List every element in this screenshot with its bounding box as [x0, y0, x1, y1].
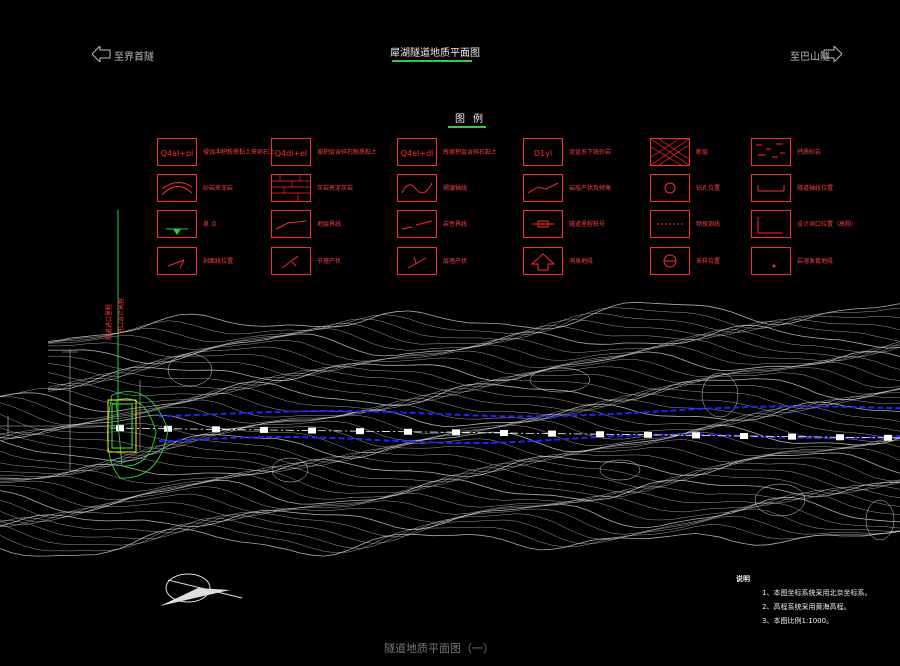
legend-label: 隧道轴线位置 — [797, 185, 834, 192]
legend-label: 地层界线 — [317, 221, 342, 228]
portal-label-1: 隧道进口里程 — [106, 303, 113, 340]
legend-symbol-arrow — [523, 247, 563, 275]
tunnel-portal — [62, 210, 169, 479]
svg-text:Q4al+pl: Q4al+pl — [161, 149, 194, 158]
legend-symbol-Q4al+pl: Q4al+pl — [157, 138, 197, 166]
legend-label: 泥盆系下统砂岩 — [569, 149, 612, 156]
legend-label: 砂岩夹泥岩 — [203, 185, 234, 192]
chainage-marker — [644, 431, 652, 438]
chainage-marker — [452, 429, 460, 436]
legend-symbol-wave — [397, 174, 437, 202]
chainage-marker — [788, 433, 796, 440]
right-arrow-icon — [822, 44, 843, 66]
legend-label: 岩溶发育地段 — [797, 258, 834, 265]
chainage-marker — [500, 429, 508, 436]
legend-symbol-layers — [157, 174, 197, 202]
left-arrow-icon — [91, 44, 112, 66]
legend-label: 洞身地段 — [569, 258, 594, 265]
legend-title: 图例 — [455, 114, 491, 125]
legend-symbol-brick — [271, 174, 311, 202]
contour-lines — [0, 301, 900, 557]
title-underline — [392, 60, 472, 62]
chainage-marker — [596, 431, 604, 438]
notes: 说明 1、本图坐标系统采用北京坐标系。 2、高程系统采用黄海高程。 3、本图比例… — [736, 572, 872, 628]
chainage-marker — [836, 434, 844, 441]
tunnel-boundaries — [159, 405, 900, 445]
svg-text:Q4dl+el: Q4dl+el — [275, 149, 308, 158]
legend-label: 残坡积层含碎石黏土 — [443, 149, 498, 156]
legend-symbol-portal — [751, 210, 791, 238]
chainage-marker — [308, 427, 316, 434]
chainage-marker — [356, 428, 364, 435]
north-arrow-icon — [158, 570, 248, 614]
drawing-title: 犀湖隧道地质平面图 — [390, 48, 480, 59]
chainage-marker — [260, 426, 268, 433]
legend-symbol-Q4el+dl: Q4el+dl — [397, 138, 437, 166]
legend-symbol-geo — [650, 210, 690, 238]
legend-symbol-D1yl: D1yl — [523, 138, 563, 166]
legend-label: 采样位置 — [696, 258, 721, 265]
legend-label: 层理产状 — [443, 258, 468, 265]
legend-label: 断层 — [696, 149, 709, 156]
legend-label: 泉 点 — [203, 221, 217, 228]
legend-symbol-hole — [650, 174, 690, 202]
chainage-marker — [884, 434, 892, 441]
chainage-marker — [212, 426, 220, 433]
legend-symbol-dots — [751, 138, 791, 166]
legend-symbol-dash — [397, 210, 437, 238]
legend-label: 岩性界线 — [443, 221, 468, 228]
legend-symbol-Q4dl+el: Q4dl+el — [271, 138, 311, 166]
portal-label-2: 进口设计高程 — [118, 297, 125, 334]
legend-symbol-hatch — [650, 138, 690, 166]
legend-label: 隧道里程桩号 — [569, 221, 606, 228]
note-item: 3、本图比例1:1000。 — [762, 617, 834, 625]
tunnel-axis — [0, 416, 900, 441]
legend-label: 岩层产状及倾角 — [569, 185, 612, 192]
drawing-subtitle: 隧道地质平面图（一） — [384, 642, 494, 655]
legend-label: 物探测线 — [696, 221, 721, 228]
legend-label: 剖面线位置 — [203, 258, 234, 265]
legend-label: 灰岩夹泥灰岩 — [317, 185, 354, 192]
legend-symbol-spring — [157, 210, 197, 238]
chainage-marker — [404, 428, 412, 435]
legend-label: 设计洞口位置（高程） — [797, 221, 858, 228]
legend-label: 钙质砂岩 — [797, 149, 822, 156]
notes-heading: 说明 — [736, 575, 750, 583]
legend-label: 坡积层含碎石粉质黏土 — [317, 149, 378, 156]
legend-symbol-bedding — [397, 247, 437, 275]
chainage-marker — [548, 430, 556, 437]
legend-underline — [448, 126, 486, 128]
legend-label: 侵蚀冲积粉质黏土夹卵石土 — [203, 149, 276, 156]
legend-symbol-tunnel — [751, 174, 791, 202]
note-item: 2、高程系统采用黄海高程。 — [762, 603, 851, 611]
legend-label: 褶皱轴线 — [443, 185, 468, 192]
chainage-marker — [740, 433, 748, 440]
legend-symbol-sample — [650, 247, 690, 275]
legend-label: 节理产状 — [317, 258, 342, 265]
note-item: 1、本图坐标系统采用北京坐标系。 — [762, 589, 872, 597]
legend-symbol-joint — [271, 247, 311, 275]
svg-text:Q4el+dl: Q4el+dl — [401, 149, 434, 158]
chainage-marker — [116, 425, 124, 432]
legend-label: 钻孔位置 — [696, 185, 721, 192]
svg-text:D1yl: D1yl — [534, 149, 552, 158]
right-direction-label: 至巴山隧 — [790, 52, 830, 63]
chainage-marker — [692, 432, 700, 439]
legend-symbol-karst — [751, 247, 791, 275]
legend-symbol-section — [157, 247, 197, 275]
legend-symbol-strike — [523, 174, 563, 202]
left-direction-label: 至界首隧 — [114, 52, 154, 63]
legend-symbol-chain — [523, 210, 563, 238]
legend-symbol-contact — [271, 210, 311, 238]
